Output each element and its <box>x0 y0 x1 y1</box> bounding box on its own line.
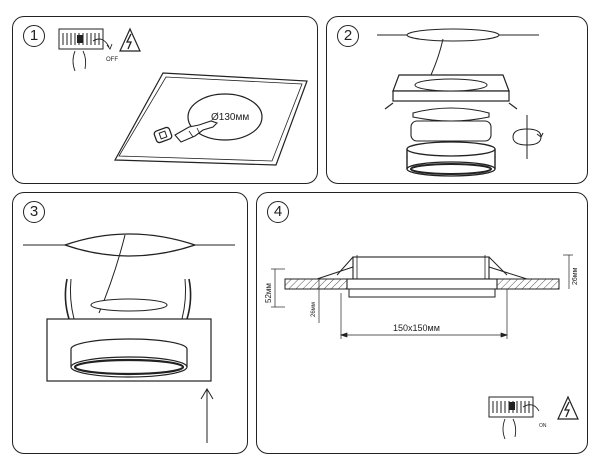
fixture-cross-section <box>316 255 528 298</box>
step-3-illustration <box>23 233 235 443</box>
step-2-illustration <box>377 28 544 177</box>
cutout-diameter-label: Ø130мм <box>211 112 249 123</box>
ceiling-section-left <box>284 278 348 290</box>
decorative-ring <box>406 141 496 177</box>
total-height-label: 52мм <box>264 283 273 303</box>
ceiling-thickness-left-label: 26мм <box>311 302 317 317</box>
step-1-illustration: OFF Ø130мм <box>58 27 308 166</box>
spring-clips <box>64 278 192 320</box>
step-3-panel: 3 <box>12 192 248 454</box>
step-4-panel: 4 <box>256 192 588 454</box>
step-3-number: 3 <box>23 201 45 223</box>
ceiling-cutout-lens <box>63 233 197 257</box>
step-1-panel: 1 OFF Ø130мм <box>12 16 318 184</box>
lamp-assembly <box>46 298 212 382</box>
hole-saw-tool-icon <box>153 120 219 144</box>
high-voltage-warning-icon <box>557 395 579 420</box>
ceiling-thickness-right-label: 26мм <box>572 267 579 285</box>
push-up-arrow-icon <box>200 388 214 443</box>
high-voltage-warning-icon <box>119 27 141 52</box>
switch-state-label: ON <box>539 423 547 429</box>
step-4-number: 4 <box>267 201 289 223</box>
ceiling-section-right <box>496 278 560 290</box>
step-4-illustration: 52мм 26мм 26мм 150x150мм ON <box>264 254 579 440</box>
switch-state-label: OFF <box>106 57 118 63</box>
breaker-switch-icon <box>488 396 540 440</box>
rotate-arrow-icon <box>512 115 544 159</box>
square-mounting-frame <box>384 74 518 110</box>
power-cable <box>430 38 444 76</box>
lamp-module <box>410 107 492 142</box>
step-1-number: 1 <box>23 25 45 47</box>
step-2-number: 2 <box>337 25 359 47</box>
dimension-lines <box>271 254 573 339</box>
breaker-switch-icon <box>58 28 113 72</box>
ceiling-cutout-ellipse <box>406 28 500 42</box>
step-2-panel: 2 <box>326 16 588 184</box>
cutout-size-label: 150x150мм <box>393 323 440 333</box>
